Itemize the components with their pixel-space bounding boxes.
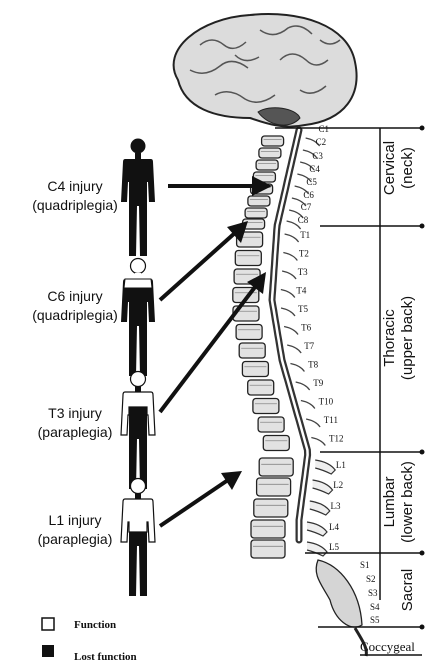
legend-function-swatch xyxy=(42,618,54,630)
vertebra-body-l4 xyxy=(251,520,285,538)
vertebra-label-t12: T12 xyxy=(329,434,344,444)
vertebra-body-t10 xyxy=(253,399,279,414)
vertebra-body-c3 xyxy=(256,160,278,170)
vertebra-label-c4: C4 xyxy=(309,164,320,174)
region-label-cervical: Cervical xyxy=(381,141,398,195)
vertebra-body-c6 xyxy=(248,196,270,206)
figure-c4 xyxy=(121,139,155,257)
vertebra-body-c7 xyxy=(245,208,267,218)
vertebra-body-l1 xyxy=(259,458,293,476)
vertebra-body-t7 xyxy=(239,343,265,358)
injury-c6-subtitle: (quadriplegia) xyxy=(32,307,118,323)
vertebra-body-t6 xyxy=(236,325,262,340)
vertebra-label-s3: S3 xyxy=(368,588,378,598)
legend-lost-function-label: Lost function xyxy=(74,651,137,663)
vertebra-label-s2: S2 xyxy=(366,574,376,584)
injury-t3-subtitle: (paraplegia) xyxy=(38,424,113,440)
vertebra-body-c2 xyxy=(259,148,281,158)
vertebra-label-l1: L1 xyxy=(336,460,346,470)
vertebra-label-s1: S1 xyxy=(360,560,370,570)
injury-c6-title: C6 injury xyxy=(47,288,102,304)
vertebra-label-c8: C8 xyxy=(298,215,309,225)
injury-t3-title: T3 injury xyxy=(48,405,102,421)
figure-l1 xyxy=(121,479,155,597)
legend: Function Lost function xyxy=(42,618,137,663)
legend-function-label: Function xyxy=(74,619,116,631)
vertebra-label-l2: L2 xyxy=(333,480,343,490)
vertebra-label-t3: T3 xyxy=(298,267,308,277)
vertebra-body-c1 xyxy=(262,136,284,146)
region-dots xyxy=(420,126,425,630)
spinal-column xyxy=(233,130,367,656)
arrow-l1 xyxy=(160,480,228,526)
region-label-thoracic-sub: (upper back) xyxy=(399,296,416,380)
region-label-cervical-sub: (neck) xyxy=(399,147,416,189)
arrow-c6 xyxy=(160,232,236,300)
vertebra-body-t12 xyxy=(263,436,289,451)
vertebra-label-s5: S5 xyxy=(370,615,380,625)
vertebra-label-t7: T7 xyxy=(304,341,314,351)
injury-l1-subtitle: (paraplegia) xyxy=(38,531,113,547)
vertebra-body-l3 xyxy=(254,499,288,517)
vertebra-body-l2 xyxy=(257,478,291,496)
vertebra-label-l3: L3 xyxy=(331,501,341,511)
vertebra-label-l4: L4 xyxy=(329,522,339,532)
injury-l1-title: L1 injury xyxy=(49,512,102,528)
legend-lost-function-swatch xyxy=(42,645,54,657)
vertebra-label-c2: C2 xyxy=(316,137,327,147)
vertebra-label-t4: T4 xyxy=(296,286,306,296)
region-label-lumbar: Lumbar xyxy=(381,477,398,528)
vertebra-label-c6: C6 xyxy=(303,190,314,200)
vertebra-label-c1: C1 xyxy=(319,124,330,134)
brain-illustration xyxy=(174,14,357,127)
region-label-thoracic: Thoracic xyxy=(381,309,398,367)
region-label-sacral: Sacral xyxy=(399,569,416,612)
vertebra-label-t6: T6 xyxy=(301,323,311,333)
vertebra-body-t11 xyxy=(258,417,284,432)
injury-c4-subtitle: (quadriplegia) xyxy=(32,197,118,213)
vertebra-label-l5: L5 xyxy=(329,542,339,552)
vertebra-label-t11: T11 xyxy=(324,415,338,425)
vertebra-label-t5: T5 xyxy=(298,304,308,314)
figure-t3 xyxy=(121,372,155,490)
vertebra-label-t10: T10 xyxy=(319,397,334,407)
vertebra-label-c5: C5 xyxy=(306,177,317,187)
vertebra-body-t9 xyxy=(248,380,274,395)
vertebra-label-t1: T1 xyxy=(300,230,310,240)
vertebra-label-c3: C3 xyxy=(312,151,323,161)
vertebra-label-t2: T2 xyxy=(299,249,309,259)
region-label-coccygeal: Coccygeal xyxy=(360,639,415,654)
vertebra-body-t8 xyxy=(242,362,268,377)
vertebra-label-s4: S4 xyxy=(370,602,380,612)
vertebra-body-t2 xyxy=(235,251,261,266)
injury-c4-title: C4 injury xyxy=(47,178,102,194)
vertebra-label-t9: T9 xyxy=(313,378,323,388)
region-label-lumbar-sub: (lower back) xyxy=(399,461,416,543)
sacrum xyxy=(316,560,362,627)
vertebra-label-t8: T8 xyxy=(308,360,318,370)
vertebra-label-c7: C7 xyxy=(301,202,312,212)
vertebra-body-l5 xyxy=(251,540,285,558)
figure-c6 xyxy=(121,259,155,377)
